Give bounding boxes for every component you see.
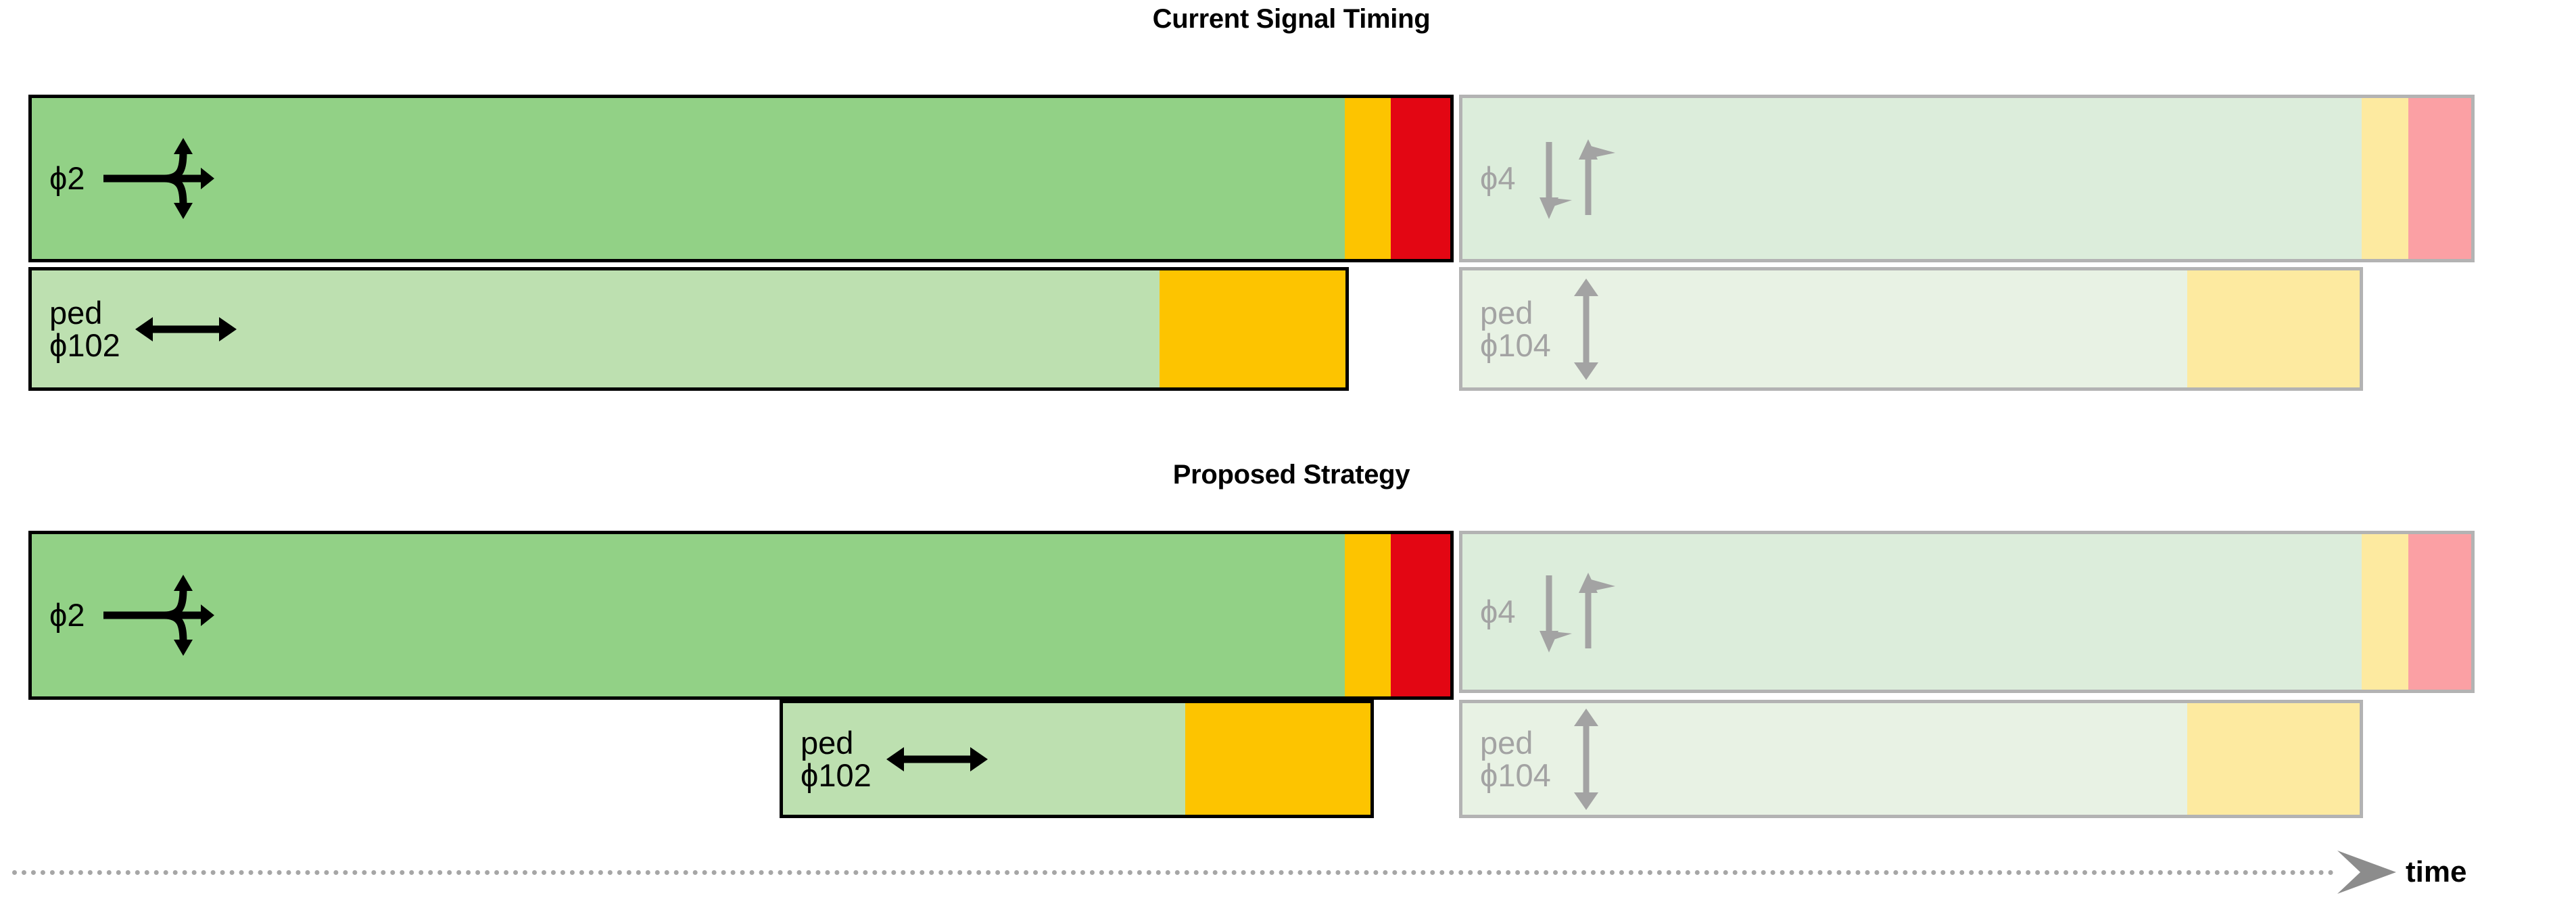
- segment-red: [1391, 98, 1450, 259]
- segment-green-light: [1462, 703, 2187, 815]
- segment-green-light: [1462, 270, 2187, 387]
- segment-yellow: [2187, 703, 2360, 815]
- time-axis-line: [12, 869, 2335, 875]
- segment-red: [1391, 534, 1450, 696]
- bar-proposed-phi2: ϕ2: [28, 531, 1454, 700]
- bar-current-phi4: ϕ4: [1459, 95, 2475, 262]
- segment-yellow: [1344, 534, 1391, 696]
- bar-proposed-ped104: ped ϕ104: [1459, 700, 2363, 818]
- arrow-right-icon: [2337, 851, 2396, 894]
- segment-yellow: [1185, 703, 1370, 815]
- current-section-title: Current Signal Timing: [1152, 4, 1431, 34]
- segment-yellow: [2362, 98, 2408, 259]
- segment-green: [32, 534, 1345, 696]
- segment-green-light: [32, 270, 1160, 387]
- bar-current-ped104: ped ϕ104: [1459, 267, 2363, 391]
- segment-green: [32, 98, 1345, 259]
- segment-green-light: [783, 703, 1185, 815]
- segment-green: [1462, 98, 2362, 259]
- proposed-section-title: Proposed Strategy: [1172, 460, 1410, 490]
- bar-proposed-ped102: ped ϕ102: [780, 700, 1374, 818]
- segment-yellow: [2362, 534, 2408, 690]
- bar-current-phi2: ϕ2: [28, 95, 1454, 262]
- segment-yellow: [1160, 270, 1345, 387]
- segment-red: [2408, 534, 2471, 690]
- segment-yellow: [1344, 98, 1391, 259]
- bar-proposed-phi4: ϕ4: [1459, 531, 2475, 693]
- segment-green: [1462, 534, 2362, 690]
- time-axis-label: time: [2406, 855, 2467, 888]
- time-axis: time: [12, 851, 2466, 894]
- segment-red: [2408, 98, 2471, 259]
- segment-yellow: [2187, 270, 2360, 387]
- bar-current-ped102: ped ϕ102: [28, 267, 1349, 391]
